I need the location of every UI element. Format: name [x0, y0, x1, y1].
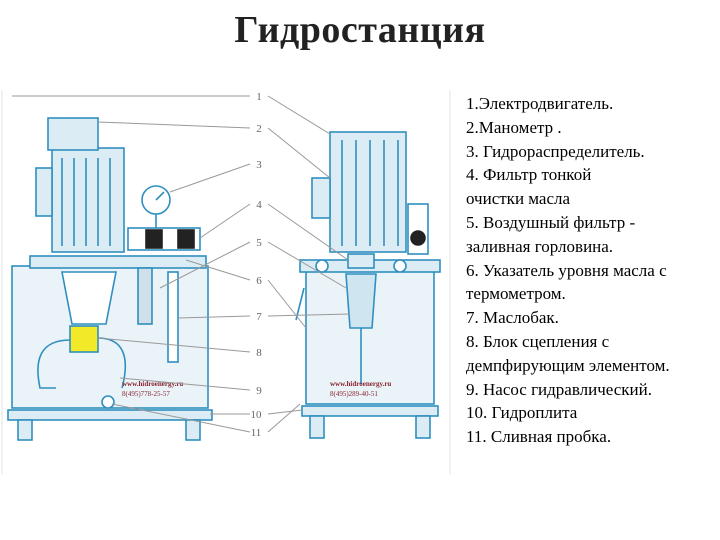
drain-plug [101, 395, 115, 409]
hydro-plate-side [301, 405, 439, 417]
legend-item-4: 4. Фильтр тонкой очистки масла [466, 165, 592, 209]
legend-item-2: 2.Манометр . [466, 117, 562, 137]
level-indicator [167, 271, 179, 363]
legend-item-3: 3. Гидрораспределитель. [466, 141, 645, 161]
callout-5: 5 [256, 237, 262, 249]
callout-4: 4 [256, 199, 262, 211]
callout-10: 10 [251, 409, 263, 421]
hydraulic-station-diagram: www.hidroenergy.ru 8(495)778-25-57 www.h… [1, 90, 451, 474]
callout-11: 11 [251, 427, 262, 439]
left-site-label: www.hidroenergy.ru [122, 380, 183, 388]
leader-lines [12, 95, 351, 433]
pump-housing [61, 271, 117, 325]
page-title: Гидростанция [234, 9, 486, 51]
legend-item-11: 11. Сливная пробка. [466, 427, 612, 447]
fine-filter [137, 267, 153, 325]
left-phone-label: 8(495)778-25-57 [122, 390, 170, 398]
legend-item-7: 7. Маслобак. [466, 308, 559, 328]
left-foot [17, 419, 33, 441]
tank-top-plate [29, 255, 207, 269]
callout-6: 6 [256, 275, 262, 287]
motor-cap [47, 117, 99, 151]
callout-1: 1 [256, 91, 262, 103]
right-site-label: www.hidroenergy.ru [330, 380, 391, 388]
callout-2: 2 [256, 123, 262, 135]
legend-item-5: 5. Воздушный фильтр - заливная горловина… [466, 212, 636, 256]
right-unit [295, 131, 441, 439]
legend-item-1: 1.Электродвигатель. [466, 94, 614, 113]
callout-3: 3 [256, 159, 262, 171]
callout-8: 8 [256, 347, 262, 359]
legend-item-10: 10. Гидроплита [466, 403, 578, 423]
callout-7: 7 [256, 311, 262, 323]
legend-item-6: 6. Указатель уровня масла с термометром. [466, 260, 667, 304]
right-foot [185, 419, 201, 441]
left-unit [7, 117, 213, 441]
right-phone-label: 8(495)289-40-51 [330, 390, 378, 398]
air-filter-side [347, 253, 375, 269]
callout-9: 9 [256, 385, 262, 397]
hydro-plate [7, 409, 213, 421]
legend-item-8: 8. Блок сцепления с демпфирующим элемент… [466, 331, 670, 375]
parts-legend: 1.Электродвигатель. 2.Манометр . 3. Гидр… [466, 92, 718, 449]
coupling-block [69, 325, 99, 353]
filter-bowl [345, 273, 377, 329]
legend-item-9: 9. Насос гидравлический. [466, 379, 653, 399]
